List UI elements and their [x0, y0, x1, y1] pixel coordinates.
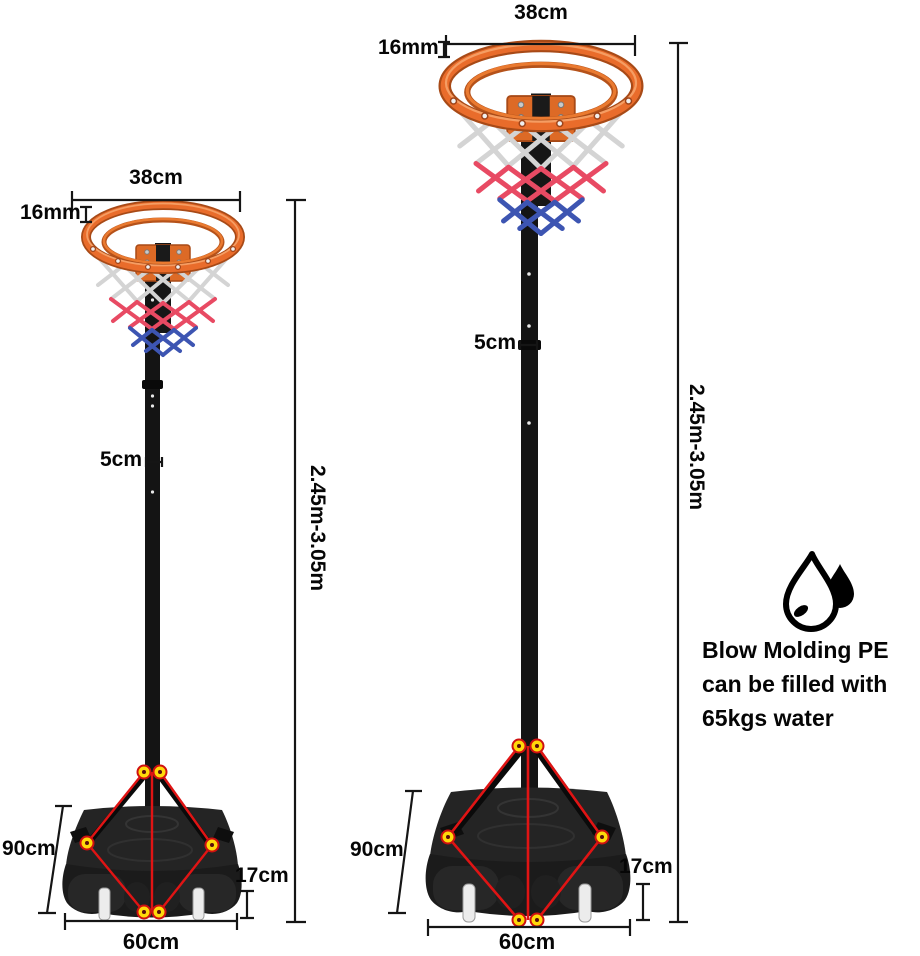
left-rim-diameter-label: 38cm: [129, 166, 183, 189]
right-rim-thickness-label: 16mm: [378, 36, 439, 59]
callout-line-2: can be filled with: [702, 671, 888, 697]
right-hoop: [445, 44, 638, 233]
right-pole-width-label: 5cm: [474, 331, 517, 354]
right-stand: [388, 35, 688, 936]
right-base: [425, 738, 631, 928]
right-rim-diameter-label: 38cm: [514, 1, 568, 24]
base-fill-callout: Blow Molding PE can be filled with 65kgs…: [702, 633, 920, 735]
right-base-depth-label: 90cm: [350, 838, 404, 861]
right-wheel: [578, 883, 592, 923]
left-base: [62, 764, 242, 921]
callout-line-3: 65kgs water: [702, 705, 834, 731]
left-base-depth-label: 90cm: [2, 837, 56, 860]
left-base-width-label: 60cm: [122, 929, 180, 954]
left-hoop: [86, 204, 240, 356]
right-wheel: [462, 883, 476, 923]
left-stand: [38, 191, 306, 930]
left-pole-width-label: 5cm: [99, 448, 142, 471]
left-height-range-label: 2.45m-3.05m: [306, 464, 329, 592]
right-base-height-label: 17cm: [619, 855, 673, 878]
left-wheel: [192, 887, 205, 921]
left-dimension-lines: [38, 191, 306, 930]
right-dimension-lines: [388, 35, 688, 936]
right-height-range-label: 2.45m-3.05m: [685, 383, 708, 511]
left-wheel: [98, 887, 111, 921]
water-drop-icon: [783, 551, 854, 632]
left-base-height-label: 17cm: [235, 864, 289, 887]
right-base-width-label: 60cm: [498, 929, 556, 954]
callout-line-1: Blow Molding PE: [702, 637, 889, 663]
left-pole: [142, 252, 163, 814]
left-rim-thickness-label: 16mm: [20, 201, 81, 224]
